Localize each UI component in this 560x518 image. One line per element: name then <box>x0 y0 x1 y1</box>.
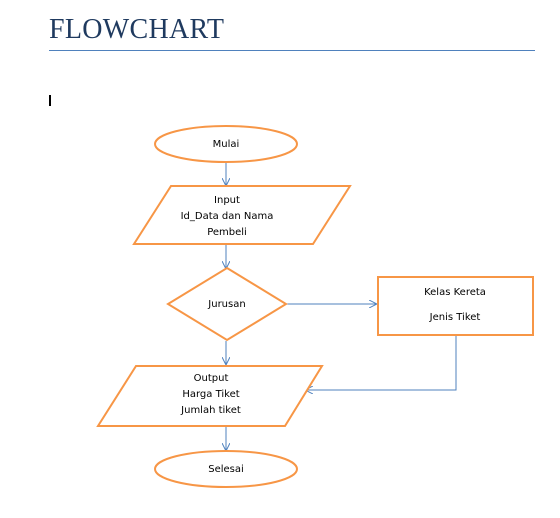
process-line-1: Kelas Kereta <box>424 287 486 298</box>
title-underline <box>49 50 535 51</box>
end-label: Selesai <box>208 464 244 475</box>
output-parallelogram <box>96 365 324 427</box>
document-title: FLOWCHART <box>49 14 225 45</box>
output-line-1: Output <box>194 373 229 384</box>
process-box <box>377 276 534 336</box>
end-terminator <box>154 450 298 488</box>
input-line-2: Id_Data dan Nama <box>181 211 274 222</box>
start-terminator <box>154 125 298 163</box>
text-cursor <box>49 95 51 106</box>
input-line-1: Input <box>214 195 240 206</box>
input-parallelogram <box>132 185 352 245</box>
decision-diamond <box>166 266 288 342</box>
start-label: Mulai <box>213 139 240 150</box>
input-line-3: Pembeli <box>207 227 247 238</box>
decision-label: Jurusan <box>207 299 245 310</box>
output-line-2: Harga Tiket <box>182 389 239 400</box>
output-line-3: Jumlah tiket <box>180 405 241 416</box>
connector-process-to-output <box>306 335 457 390</box>
process-line-2: Jenis Tiket <box>429 312 481 323</box>
